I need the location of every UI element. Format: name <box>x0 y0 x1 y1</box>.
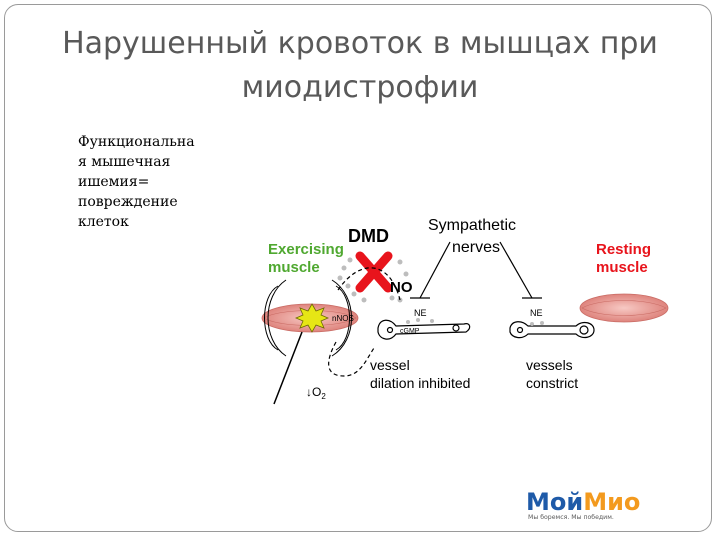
resting-muscle-shape <box>579 293 669 323</box>
logo-name-part-1: Мой <box>526 488 583 516</box>
o2-arrow-text: ↓O <box>306 385 321 399</box>
no-dots <box>337 257 409 303</box>
body-line-1: Функциональна <box>78 134 195 150</box>
red-x-mark <box>355 251 393 293</box>
cgmp-label: cGMP <box>400 328 420 335</box>
o2-label: ↓O2 <box>306 385 326 401</box>
logo-wordmark: МойМио <box>526 488 640 516</box>
ne-label-right: NE <box>530 308 543 318</box>
o2-subscript: 2 <box>321 392 326 401</box>
dashed-curve-o2 <box>328 341 375 377</box>
title-line-1: Нарушенный кровоток в мышцах при <box>62 26 658 61</box>
no-label: NO <box>390 279 413 296</box>
slide-frame <box>4 4 712 532</box>
vessel-right-dots <box>530 321 544 326</box>
logo-tagline: Мы боремся. Мы победим. <box>528 513 614 521</box>
vessel-caption-line-1: vessel <box>370 357 410 373</box>
exercising-label-line-2: muscle <box>268 259 320 276</box>
body-line-5: клеток <box>78 214 129 230</box>
ne-label-left: NE <box>414 308 427 318</box>
vessel-left-dots <box>406 318 434 324</box>
vessels-caption-line-1: vessels <box>526 357 573 373</box>
dashed-arrow <box>337 267 401 301</box>
sympathetic-label-line-1: Sympathetic <box>428 217 516 234</box>
logo-name-part-2: Мио <box>583 488 640 516</box>
resting-label-line-1: Resting <box>596 241 651 258</box>
sympathetic-nerve-lines <box>410 241 542 299</box>
starburst-icon <box>294 303 330 333</box>
solid-arrow-down <box>273 331 303 405</box>
vessels-caption-line-2: constrict <box>526 375 578 391</box>
slide-title: Нарушенный кровоток в мышцах при миодист… <box>20 22 700 110</box>
body-line-4: повреждение <box>78 194 178 210</box>
vessel-left <box>377 319 471 340</box>
body-text: Функциональна я мышечная ишемия= поврежд… <box>78 132 228 232</box>
resting-label-line-2: muscle <box>596 259 648 276</box>
moimio-logo: МойМио Мы боремся. Мы победим. <box>526 488 640 521</box>
title-line-2: миодистрофии <box>241 70 479 105</box>
dmd-label: DMD <box>348 226 389 246</box>
vessel-caption-line-2: dilation inhibited <box>370 375 470 391</box>
sympathetic-label-line-2: nerves <box>452 239 500 256</box>
body-line-2: я мышечная <box>78 154 171 170</box>
nnos-label: nNOS <box>332 314 354 323</box>
exercising-label-line-1: Exercising <box>268 241 344 258</box>
body-line-3: ишемия= <box>78 174 150 190</box>
vessel-right <box>509 321 595 339</box>
blood-flow-diagram: Exercising muscle DMD NO Sympathetic ner… <box>261 217 669 405</box>
